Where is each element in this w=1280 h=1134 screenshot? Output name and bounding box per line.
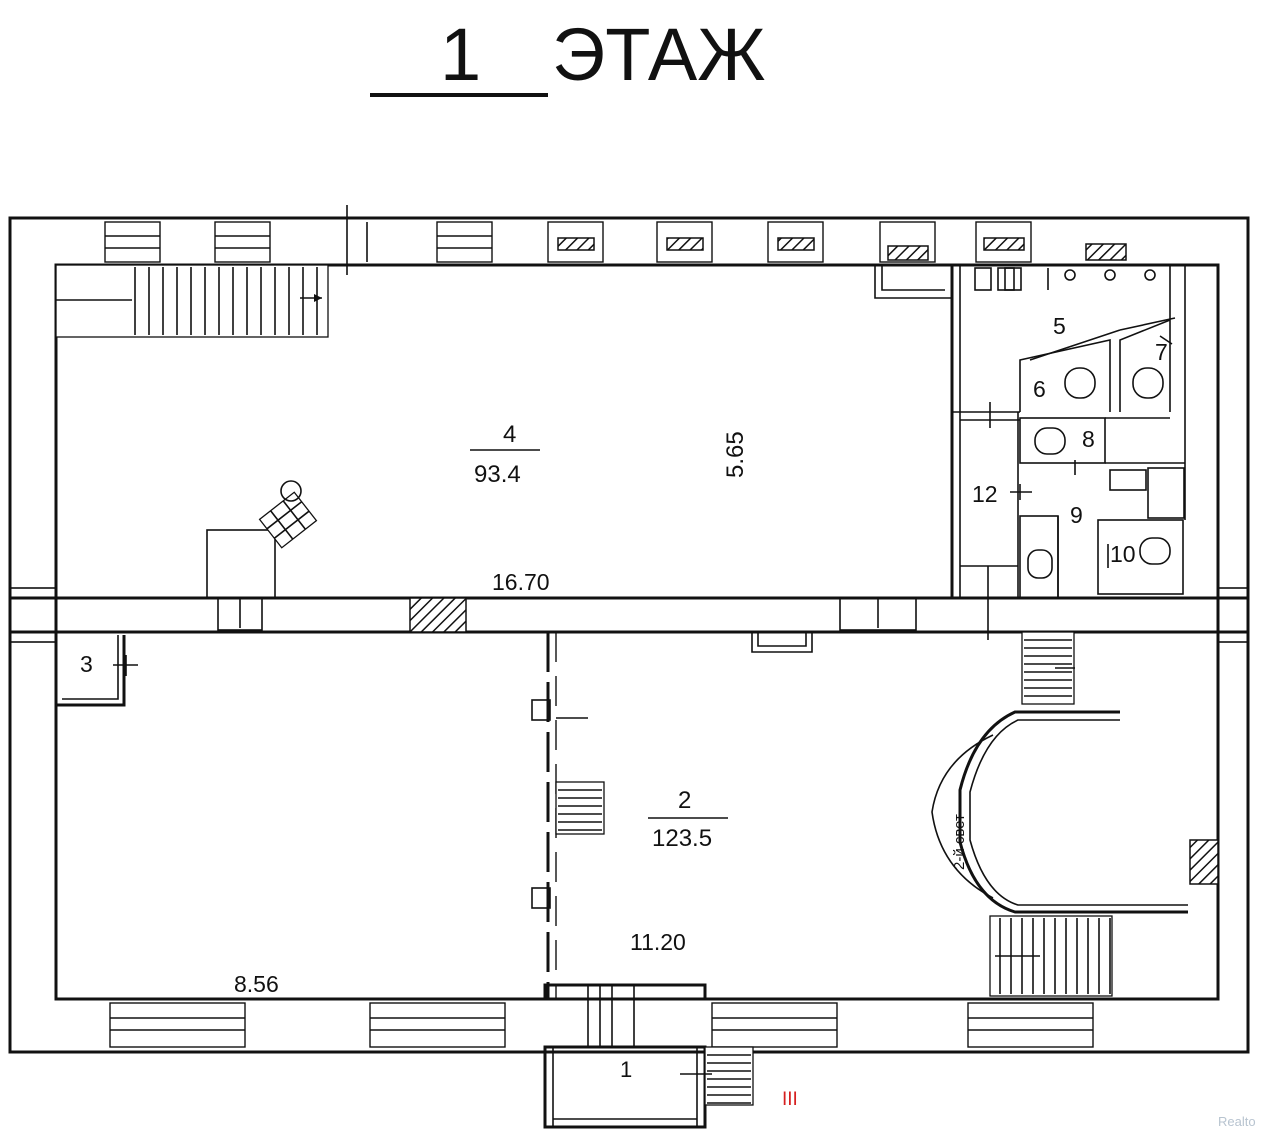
bottom-windows — [109, 1002, 1094, 1048]
floor-word: ЭТАЖ — [552, 13, 766, 96]
staircase-upper-left — [55, 264, 329, 338]
room-2: 2-й свет 2 123.5 11.20 8.56 — [234, 631, 1219, 999]
room-2-number: 2 — [678, 787, 691, 814]
room-10-number: 10 — [1110, 541, 1136, 567]
dimension-width-bottom-right: 11.20 — [630, 929, 686, 955]
double-height-note: 2-й свет — [951, 814, 968, 870]
room-7-number: 7 — [1155, 339, 1168, 365]
room-3-number: 3 — [80, 651, 93, 677]
dimension-width-bottom-left: 8.56 — [234, 971, 279, 997]
plan-title: 1 ЭТАЖ — [370, 13, 766, 97]
floor-number: 1 — [440, 13, 481, 96]
entrance-mark: III — [782, 1089, 798, 1110]
room-2-area: 123.5 — [652, 825, 712, 852]
room-4: 4 93.4 5.65 16.70 — [206, 265, 953, 633]
bathroom-block: 5 6 7 8 9 10 12 — [950, 265, 1186, 640]
room-4-area: 93.4 — [474, 461, 521, 488]
top-windows — [104, 205, 1127, 275]
room-3: 3 — [56, 635, 138, 707]
watermark-logo: Realto — [1218, 1114, 1256, 1129]
dimension-height-top: 5.65 — [722, 431, 749, 478]
room-1-number: 1 — [620, 1057, 632, 1082]
room-5-number: 5 — [1053, 313, 1066, 339]
room-1: 1 III — [543, 983, 798, 1129]
room-8-number: 8 — [1082, 426, 1095, 452]
room-12-number: 12 — [972, 481, 998, 507]
dimension-width-top: 16.70 — [492, 569, 550, 595]
room-6-number: 6 — [1033, 376, 1046, 402]
room-9-number: 9 — [1070, 502, 1083, 528]
room-4-number: 4 — [503, 421, 516, 448]
